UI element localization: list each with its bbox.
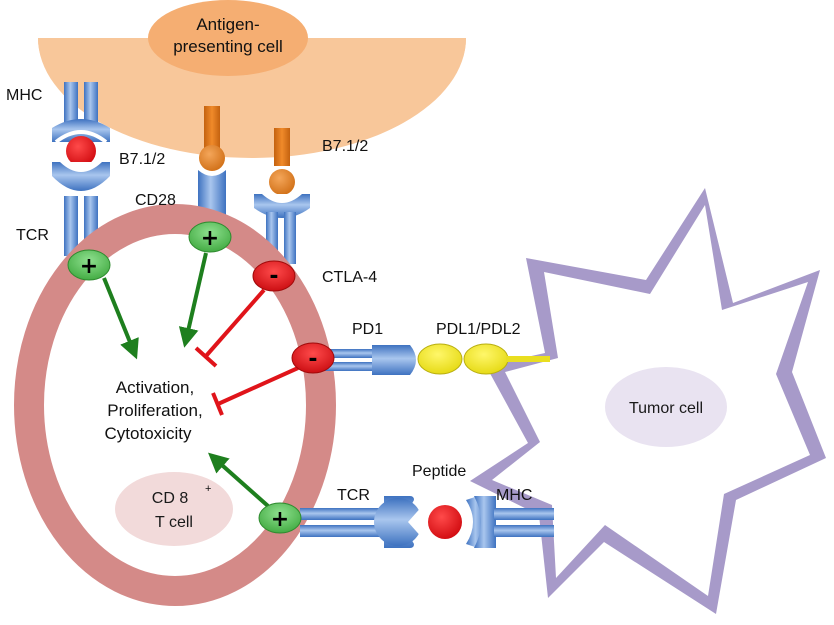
label-b71-left: B7.1/2: [119, 151, 165, 168]
t-cell-nucleus: [115, 472, 233, 546]
b7-ball-ctla4: [269, 169, 295, 195]
label-b71-right: B7.1/2: [322, 138, 368, 155]
antigen-peptide-top: [66, 136, 96, 166]
center-text-line1: Activation,: [116, 378, 194, 397]
tcr-bottom-stalk-top: [300, 508, 392, 520]
t-cell-label-sup: +: [205, 483, 211, 495]
antigen-presenting-cell-nucleus: [148, 0, 308, 76]
ctla4-stalk-b: [284, 212, 296, 264]
arrow-bottom-tcr-to-activation: [208, 452, 270, 508]
mhc-bottom-stalk-top: [494, 508, 554, 520]
antigen-presenting-cell-body: [38, 38, 466, 150]
inhibit-ctla4-bar: [194, 346, 218, 368]
badge-minus-pd1-sign: -: [308, 347, 317, 372]
badge-plus-tcr: [67, 249, 111, 281]
t-cell-membrane: [14, 204, 336, 606]
badge-plus-bottom-tcr: [258, 502, 302, 534]
tcr-cup-arc: [60, 162, 102, 172]
tcr-bottom-lobe: [374, 498, 422, 546]
pdl2-ball: [463, 343, 509, 375]
label-tcr-bottom: TCR: [337, 487, 370, 504]
inhibit-pd1: [217, 366, 299, 406]
tumor-cell-nucleus: [605, 367, 727, 447]
label-peptide: Peptide: [412, 463, 466, 480]
badge-minus-ctla4: [252, 260, 296, 292]
label-cd28: CD28: [135, 192, 176, 209]
b7-stalk-cd28: [204, 106, 220, 148]
label-mhc-bottom: MHC: [496, 487, 532, 504]
mhc-cup-arc: [54, 130, 108, 144]
pd1-stalk-top: [320, 349, 390, 358]
mhc-bottom-stalk-bottom: [494, 525, 554, 537]
apc-label-line2: presenting cell: [173, 37, 283, 56]
badge-plus-bottom-tcr-sign: +: [271, 507, 289, 532]
badge-plus-tcr-sign: +: [80, 254, 98, 279]
label-tcr-left: TCR: [16, 227, 49, 244]
inhibit-ctla4: [204, 288, 266, 358]
b7-stalk-ctla4: [274, 128, 290, 166]
tcr-bottom-stalk-bottom: [300, 525, 392, 537]
tcr-bottom-notch: [408, 504, 424, 540]
apc-label-line1: Antigen-: [196, 15, 259, 34]
b7-ball-cd28: [199, 145, 225, 171]
arrow-cd28-to-activation: [178, 252, 208, 348]
tumor-cell-label: Tumor cell: [629, 400, 703, 417]
arrow-tcr-to-activation: [102, 277, 139, 360]
label-ctla4: CTLA-4: [322, 269, 377, 286]
t-cell-label-line1: CD 8: [152, 490, 189, 507]
pdl1-ball: [417, 343, 463, 375]
ctla4-cup-arc: [262, 194, 302, 203]
pd1-stalk-bottom: [320, 362, 390, 371]
tcr-stalk-left-a: [64, 196, 78, 256]
pd1-receptor-head: [372, 345, 416, 375]
inhibit-pd1-bar: [211, 392, 224, 416]
pdl-stalk: [506, 356, 550, 362]
label-pdl: PDL1/PDL2: [436, 321, 521, 338]
label-mhc-top: MHC: [6, 87, 42, 104]
antigen-peptide-bottom: [428, 505, 462, 539]
badge-plus-cd28-sign: +: [201, 226, 219, 251]
t-cell-label-line2: T cell: [155, 514, 193, 531]
badge-minus-pd1: [291, 342, 335, 374]
badge-minus-ctla4-sign: -: [269, 264, 278, 289]
label-pd1: PD1: [352, 321, 383, 338]
mhc-bottom-cup: [474, 496, 496, 548]
badge-plus-cd28: [188, 221, 232, 253]
center-text-line3: Cytotoxicity: [105, 424, 192, 443]
center-text-line2: Proliferation,: [107, 401, 202, 420]
tcr-cup-left: [52, 162, 110, 191]
